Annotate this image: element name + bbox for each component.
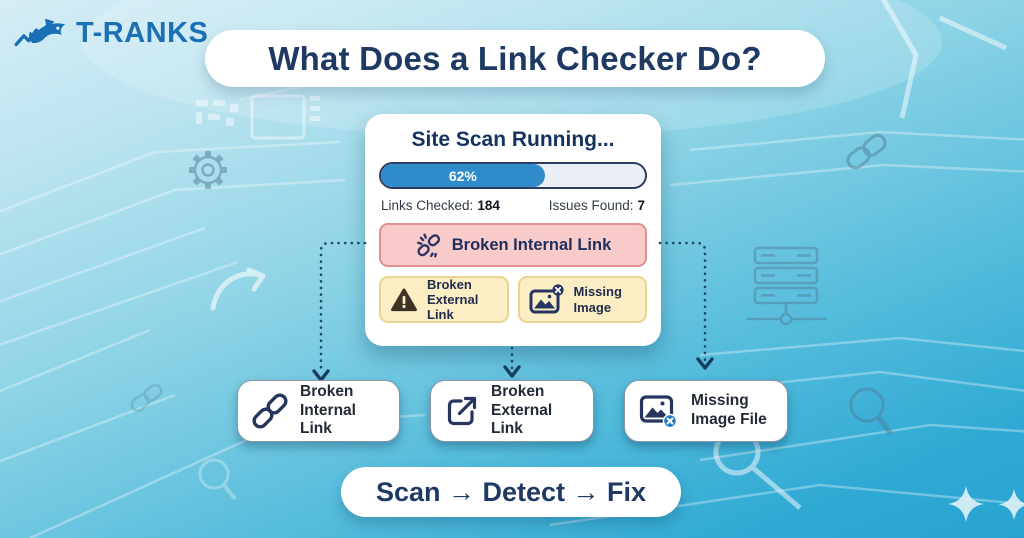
magnifier-icon [198,458,237,501]
chip-pattern [196,96,320,126]
sparkle-icon [948,486,1024,522]
result-broken-external-link: Broken External Link [430,380,594,442]
missing-image-icon [529,283,564,313]
result-missing-image-file: Missing Image File [624,380,788,442]
broken-chain-icon [416,233,440,257]
progress-label: 62% [448,167,477,184]
tranks-shark-icon [14,18,66,47]
scan-card-title: Site Scan Running... [411,128,615,151]
progress-fill: 62% [381,164,545,187]
process-flow-pill: Scan → Detect → Fix [341,467,681,517]
arrowhead-middle [503,365,521,378]
missing-image-finding: Missing Image [517,276,647,323]
missing-image-x-icon [639,395,678,429]
finding-label: Broken External Link [427,276,479,323]
logo-text: T-RANKS [76,16,209,49]
result-label: Broken Internal Link [300,383,356,438]
result-label: Missing Image File [691,392,767,428]
external-link-icon [447,396,477,426]
issues-found-stat: Issues Found:7 [548,198,645,213]
result-broken-internal-link: Broken Internal Link [237,380,400,442]
arrowhead-left [312,369,330,382]
curved-arrow-icon [210,267,266,311]
page-title-text: What Does a Link Checker Do? [268,39,762,77]
server-icon [747,246,827,326]
process-flow-text: Scan → Detect → Fix [375,476,647,507]
chain-icon [130,383,163,412]
chain-link-icon [252,393,288,429]
progress-bar: 62% [379,162,647,189]
result-label: Broken External Link [491,383,553,438]
magnifier-icon [849,387,893,436]
scan-stats: Links Checked:184 Issues Found:7 [379,198,647,213]
findings-row: Broken External Link Missing Image [379,276,647,323]
alert-label: Broken Internal Link [451,235,612,254]
logo: T-RANKS [14,10,208,56]
finding-label: Missing Image [573,284,622,315]
broken-external-link-finding: Broken External Link [379,276,509,323]
scan-status-card: Site Scan Running... 62% Links Checked:1… [365,114,661,346]
chain-icon [846,133,887,170]
warning-triangle-icon [390,287,417,311]
gear-icon [189,151,227,189]
page-title: What Does a Link Checker Do? [205,30,825,87]
arrowhead-right [696,357,714,370]
links-checked-stat: Links Checked:184 [381,198,500,213]
broken-internal-link-alert: Broken Internal Link [379,223,647,267]
